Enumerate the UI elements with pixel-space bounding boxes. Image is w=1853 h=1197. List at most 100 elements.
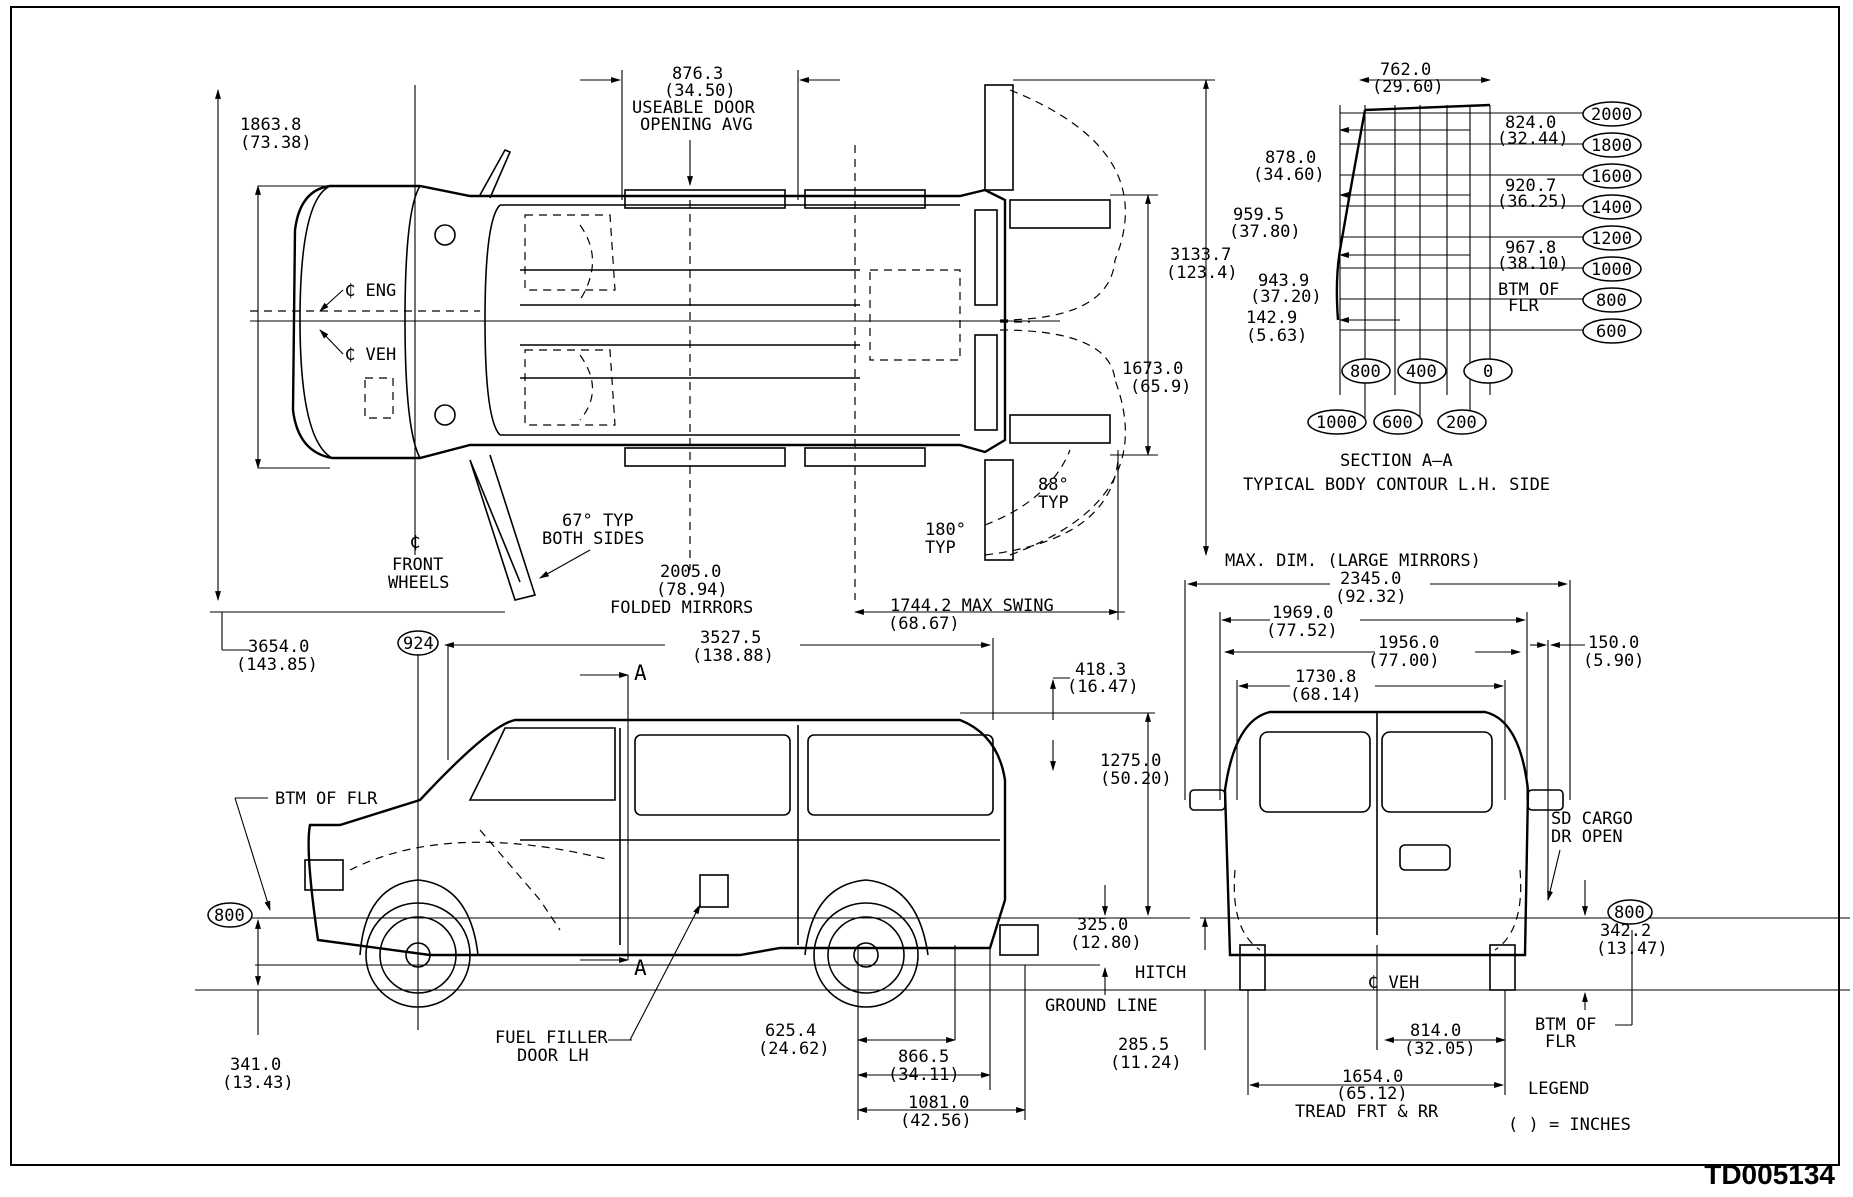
- top-view: 1863.8 (73.38) 876.3 (34.50) USEABLE DOO…: [210, 64, 1238, 634]
- dim-front-overhang-in: (13.43): [222, 1073, 294, 1093]
- section-dim-142-in: (5.63): [1246, 326, 1307, 346]
- dim-body-length-in: (138.88): [692, 646, 774, 666]
- drawing-id: TD005134: [1704, 1159, 1835, 1190]
- section-title: SECTION A–A: [1340, 451, 1453, 471]
- z-label-2000: 2000: [1591, 105, 1632, 125]
- dim-overall-width-in: (73.38): [240, 133, 312, 153]
- label-front-wheels-1: FRONT: [392, 555, 443, 575]
- label-sd-cargo: SD CARGO: [1551, 809, 1633, 829]
- label-fuel-filler: FUEL FILLER: [495, 1028, 608, 1048]
- label-hitch: HITCH: [1135, 963, 1186, 983]
- label-rear-door-180: 180°: [925, 520, 966, 540]
- label-btm-of-flr: BTM OF FLR: [275, 789, 378, 809]
- z-label-1400: 1400: [1591, 198, 1632, 218]
- rear-view: MAX. DIM. (LARGE MIRRORS) 2345.0 (92.32)…: [1110, 551, 1850, 1135]
- dim-door-label-2: OPENING AVG: [640, 115, 753, 135]
- dim-roof-rack-mm: 418.3: [1075, 660, 1126, 680]
- side-view: GROUND LINE 3654.0 (143.85) 924 3527.5 (…: [195, 612, 1190, 1131]
- dim-length-mm: 3133.7: [1170, 245, 1231, 265]
- label-max-dim: MAX. DIM. (LARGE MIRRORS): [1225, 551, 1481, 571]
- dim-rear-1730-mm: 1730.8: [1295, 667, 1356, 687]
- label-rear-btm-of-flr-2: FLR: [1545, 1032, 1576, 1052]
- dim-rear-c-in: (42.56): [900, 1111, 972, 1131]
- section-dim-824-in: (32.44): [1497, 129, 1569, 149]
- label-rear-door-180-typ: TYP: [925, 538, 956, 558]
- section-dim-920-in: (36.25): [1497, 192, 1569, 212]
- dim-overall-length-mm: 3654.0: [248, 637, 309, 657]
- dim-rear-342-mm: 342.2: [1600, 921, 1651, 941]
- dim-max-swing: 1744.2 MAX SWING: [890, 596, 1054, 616]
- dim-folded-label: FOLDED MIRRORS: [610, 598, 753, 618]
- section-dim-967: 967.8: [1505, 238, 1556, 258]
- label-front-wheels-2: WHEELS: [388, 573, 449, 593]
- dim-rear-opening-mm: 1673.0: [1122, 359, 1183, 379]
- z-label-1200: 1200: [1591, 229, 1632, 249]
- dim-length-in: (123.4): [1166, 263, 1238, 283]
- dim-rear-2345-in: (92.32): [1335, 587, 1407, 607]
- label-front-door-angle-2: BOTH SIDES: [542, 529, 644, 549]
- section-mark-a-top: A: [634, 661, 647, 685]
- label-cl-eng: ₵ ENG: [345, 281, 396, 301]
- section-dim-824: 824.0: [1505, 113, 1556, 133]
- dim-rear-c-mm: 1081.0: [908, 1093, 969, 1113]
- label-front-door-angle: 67° TYP: [562, 511, 634, 531]
- dim-rear-150-mm: 150.0: [1588, 633, 1639, 653]
- y-label-0: 0: [1483, 362, 1493, 382]
- label-ground-line: GROUND LINE: [1045, 996, 1158, 1016]
- legend-title: LEGEND: [1528, 1079, 1589, 1099]
- ref-800-right: 800: [1614, 903, 1645, 923]
- section-mark-a-bottom: A: [634, 956, 647, 980]
- dim-door-mm: 876.3: [672, 64, 723, 84]
- section-dim-959: 959.5: [1233, 205, 1284, 225]
- ref-800-left: 800: [214, 906, 245, 926]
- side-view-body-outline: [307, 718, 1007, 957]
- dim-rear-285-mm: 285.5: [1118, 1035, 1169, 1055]
- z-label-1600: 1600: [1591, 167, 1632, 187]
- label-cl-veh: ₵ VEH: [345, 345, 396, 365]
- label-rear-cl-veh: ₵ VEH: [1368, 973, 1419, 993]
- section-dim-762-in: (29.60): [1372, 77, 1444, 97]
- dim-rear-814-in: (32.05): [1404, 1039, 1476, 1059]
- dim-overall-width-mm: 1863.8: [240, 115, 301, 135]
- label-tread: TREAD FRT & RR: [1295, 1102, 1439, 1122]
- dim-roof-rack-in: (16.47): [1067, 677, 1139, 697]
- dim-rear-285-in: (11.24): [1110, 1053, 1182, 1073]
- dim-rear-1956-in: (77.00): [1368, 651, 1440, 671]
- label-sd-cargo-2: DR OPEN: [1551, 827, 1623, 847]
- section-y-labels: 800 400 0 1000 600 200: [1307, 358, 1513, 435]
- section-btm-of-flr-2: FLR: [1508, 296, 1539, 316]
- dim-rear-b-in: (34.11): [888, 1065, 960, 1085]
- section-dim-878: 878.0: [1265, 148, 1316, 168]
- dim-rear-a-mm: 625.4: [765, 1021, 816, 1041]
- section-btm-of-flr: BTM OF: [1498, 280, 1559, 300]
- section-view: 762.0 (29.60) 824.0 (32.44) 878.0 (34.60…: [1229, 60, 1642, 495]
- dim-height-in: (50.20): [1100, 769, 1172, 789]
- dim-front-overhang-mm: 341.0: [230, 1055, 281, 1075]
- dim-rear-1969-in: (77.52): [1266, 621, 1338, 641]
- dim-floor-height-in: (12.80): [1070, 933, 1142, 953]
- y-label-1000: 1000: [1316, 413, 1357, 433]
- section-dim-142: 142.9: [1246, 308, 1297, 328]
- label-front-wheels-cl: ₵: [410, 533, 420, 553]
- y-label-800: 800: [1350, 362, 1381, 382]
- top-view-body-outline: [291, 184, 1007, 460]
- dim-tread-mm: 1654.0: [1342, 1067, 1403, 1087]
- z-label-1000: 1000: [1591, 260, 1632, 280]
- dim-rear-opening-in: (65.9): [1130, 377, 1191, 397]
- section-z-labels: 2000 1800 1600 1400 1200 1000 800 600: [1582, 101, 1642, 344]
- dim-door-label-1: USEABLE DOOR: [632, 98, 756, 118]
- drawing-frame: [10, 6, 1840, 1166]
- dim-body-length-mm: 3527.5: [700, 628, 761, 648]
- label-rear-door-88-typ: TYP: [1038, 493, 1069, 513]
- dim-max-swing-in: (68.67): [888, 614, 960, 634]
- z-label-1800: 1800: [1591, 136, 1632, 156]
- y-label-600: 600: [1382, 413, 1413, 433]
- section-dim-920: 920.7: [1505, 176, 1556, 196]
- section-subtitle: TYPICAL BODY CONTOUR L.H. SIDE: [1243, 475, 1550, 495]
- z-label-600: 600: [1596, 322, 1627, 342]
- dim-door-in: (34.50): [664, 81, 736, 101]
- dim-rear-814-mm: 814.0: [1410, 1021, 1461, 1041]
- dim-rear-1969-mm: 1969.0: [1272, 603, 1333, 623]
- label-rear-btm-of-flr: BTM OF: [1535, 1015, 1596, 1035]
- dim-rear-b-mm: 866.5: [898, 1047, 949, 1067]
